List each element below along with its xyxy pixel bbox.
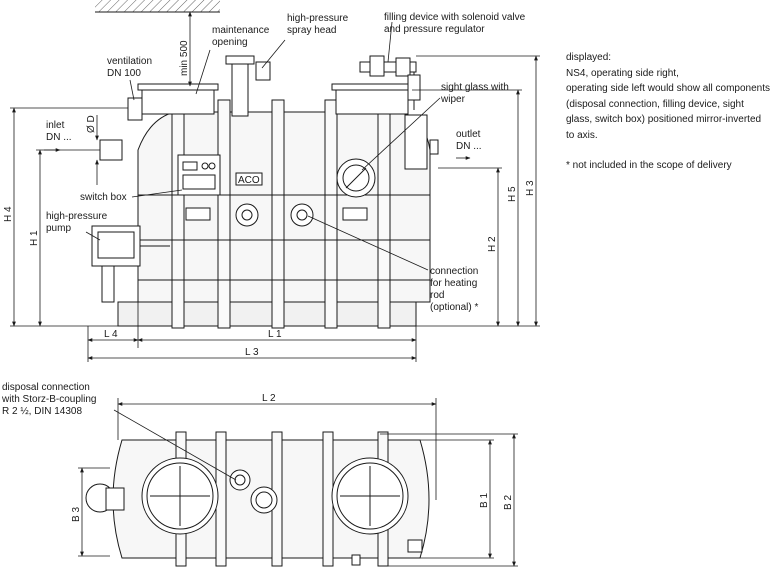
ceiling (95, 0, 220, 13)
filling-label-2: and pressure regulator (384, 24, 485, 35)
outlet-label-1: outlet (456, 129, 481, 140)
ventilation-label-2: DN 100 (107, 68, 141, 79)
dim-l1: L 1 (268, 329, 282, 340)
side-view-tank (91, 55, 439, 329)
top-view-tank (85, 431, 430, 567)
dim-h1: H 1 (29, 230, 40, 246)
dim-h3: H 3 (525, 180, 536, 196)
note-title: displayed: (566, 52, 612, 63)
disposal-label-1: disposal connection (2, 382, 90, 393)
dim-h5: H 5 (507, 186, 518, 202)
display-note: displayed: NS4, operating side right, op… (566, 50, 771, 174)
maintenance-label-1: maintenance (212, 25, 270, 36)
ventilation-label-1: ventilation (107, 56, 152, 67)
dim-l2: L 2 (262, 393, 276, 404)
inlet-label-1: inlet (46, 120, 65, 131)
note-footnote: * not included in the scope of delivery (566, 160, 732, 171)
dim-l4: L 4 (104, 329, 118, 340)
hp-pump-label-1: high-pressure (46, 211, 108, 222)
spray-head-label-1: high-pressure (287, 13, 349, 24)
diameter-label: Ø D (86, 115, 97, 133)
filling-label-1: filling device with solenoid valve (384, 12, 526, 23)
heating-rod-label-4: (optional) * (430, 302, 478, 313)
dimension-labels: H 4 H 1 H 2 H 5 H 3 L 4 L 1 L 3 L 2 B 1 … (3, 180, 536, 522)
disposal-label-3: R 2 ½, DIN 14308 (2, 406, 82, 417)
heating-rod-label-2: for heating (430, 278, 477, 289)
maintenance-label-2: opening (212, 37, 248, 48)
heating-rod-label-1: connection (430, 266, 478, 277)
dim-h2: H 2 (487, 236, 498, 252)
annotation-labels: maintenance opening high-pressure spray … (1, 12, 526, 417)
min500-label: min 500 (179, 40, 190, 76)
dimension-lines (10, 11, 540, 567)
heating-rod-label-3: rod (430, 290, 444, 301)
brand-label: ACO (238, 175, 260, 186)
note-line-2: operating side left would show all compo… (566, 83, 771, 141)
note-line-1: NS4, operating side right, (566, 67, 679, 79)
hp-pump-label-2: pump (46, 223, 71, 234)
dim-b1: B 1 (479, 493, 490, 508)
dim-b3: B 3 (71, 507, 82, 522)
disposal-label-2: with Storz-B-coupling (1, 394, 96, 405)
dim-b2: B 2 (503, 495, 514, 510)
outlet-label-2: DN ... (456, 141, 482, 152)
dim-l3: L 3 (245, 347, 259, 358)
leader-lines (44, 21, 471, 481)
inlet-label-2: DN ... (46, 132, 72, 143)
dim-h4: H 4 (3, 206, 14, 222)
switch-box-label: switch box (80, 192, 127, 203)
sight-glass-label-2: wiper (440, 94, 466, 105)
sight-glass-label-1: sight glass with (441, 82, 509, 93)
spray-head-label-2: spray head (287, 25, 336, 36)
